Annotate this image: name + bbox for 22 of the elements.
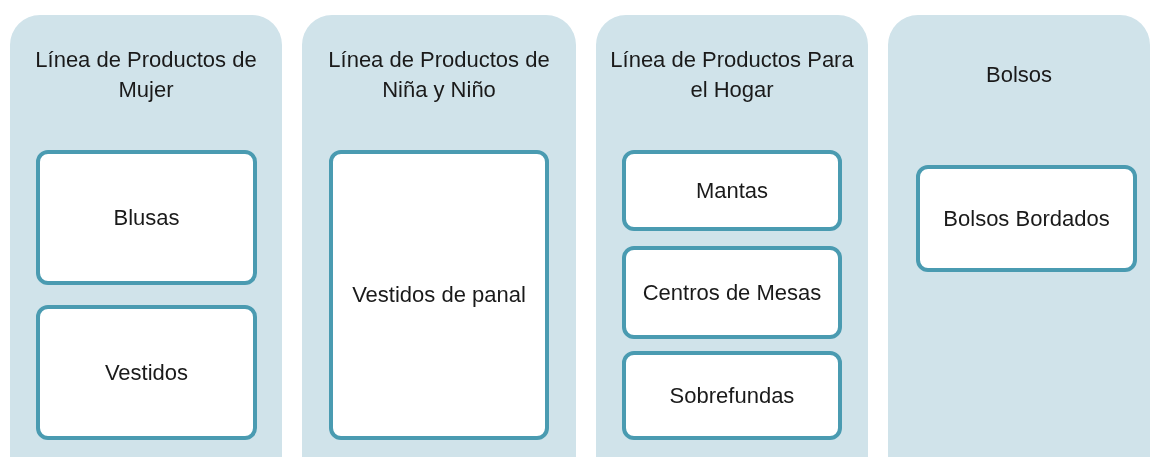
product-box	[622, 351, 842, 440]
product-label: Bolsos Bordados	[943, 204, 1110, 233]
category-heading: Bolsos	[985, 60, 1052, 89]
product-box	[622, 246, 842, 339]
category-heading: Línea de Productos de Niña y Niño	[327, 45, 551, 104]
category-panel	[888, 15, 1150, 457]
product-label: Vestidos	[104, 358, 189, 387]
product-box	[36, 150, 257, 285]
category-panel	[596, 15, 868, 457]
product-box	[916, 165, 1137, 272]
product-box	[36, 305, 257, 440]
product-box	[329, 150, 549, 440]
category-heading: Línea de Productos Para el Hogar	[609, 45, 855, 104]
category-heading: Línea de Productos de Mujer	[34, 45, 258, 104]
product-label: Blusas	[113, 203, 180, 232]
category-panel	[10, 15, 282, 457]
product-label: Centros de Mesas	[642, 278, 822, 307]
product-label: Vestidos de panal	[352, 281, 526, 309]
product-label: Sobrefundas	[669, 381, 795, 410]
category-panel	[302, 15, 576, 457]
product-box	[622, 150, 842, 231]
product-label: Mantas	[695, 176, 769, 205]
